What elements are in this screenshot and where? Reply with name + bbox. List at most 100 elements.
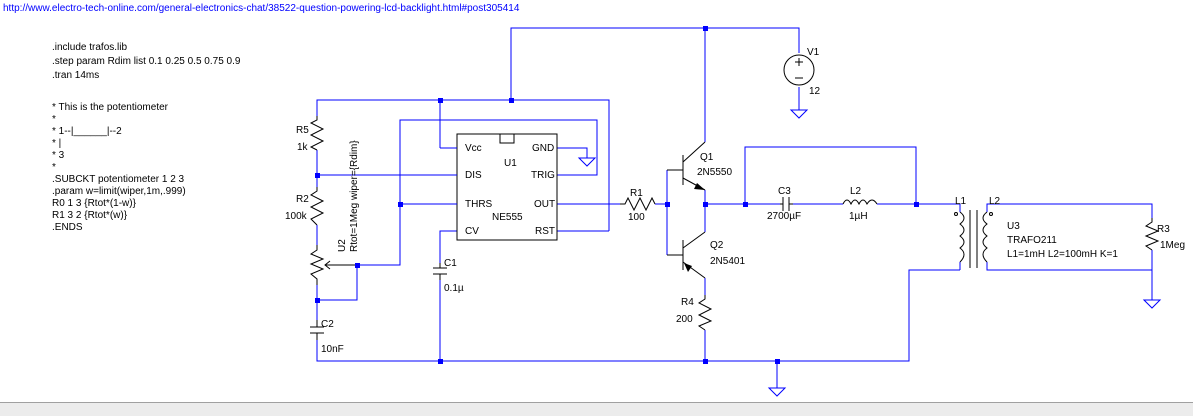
- junctions: [315, 26, 919, 364]
- junction-dot: [509, 98, 514, 103]
- u1-value: NE555: [492, 212, 523, 223]
- pin-out: OUT: [534, 199, 555, 210]
- junction-dot: [743, 202, 748, 207]
- resistor-r5[interactable]: R5 1k: [296, 116, 325, 153]
- r2-value: 100k: [285, 211, 308, 222]
- capacitor-c3[interactable]: C3 2700µF: [767, 186, 801, 222]
- wires: [316, 27, 1153, 388]
- spice-directives: .include trafos.lib .step param Rdim lis…: [52, 42, 241, 81]
- u3-label: U3: [1007, 221, 1020, 232]
- v1-label: V1: [807, 47, 820, 58]
- resistor-r1[interactable]: R1 100: [620, 188, 656, 223]
- inductor-l2[interactable]: L2 1µH: [842, 186, 878, 222]
- subckt-line: R1 3 2 {Rtot*(w)}: [52, 210, 128, 221]
- c2-value: 10nF: [321, 344, 344, 355]
- r3-label: R3: [1157, 224, 1170, 235]
- transformer-u3[interactable]: L1 L2 U3 TRAFO211 L1=1mH L2=100mH K=1: [954, 196, 1119, 268]
- wire-secondary-bottom: [986, 262, 1152, 271]
- wire-bypass: [744, 146, 917, 204]
- subckt-line: *: [52, 162, 56, 173]
- pin-thrs: THRS: [465, 199, 493, 210]
- ground-symbol: [789, 109, 809, 119]
- u2-label: U2: [337, 239, 348, 252]
- potentiometer-u2[interactable]: U2 Rtot=1Meg wiper={Rdim}: [309, 140, 360, 285]
- wire-vcc-top: [510, 27, 800, 100]
- ic-u1-ne555[interactable]: Vcc DIS THRS CV GND TRIG OUT RST U1 NE55…: [440, 133, 558, 241]
- source-url[interactable]: http://www.electro-tech-online.com/gener…: [3, 3, 520, 14]
- resistor-r2[interactable]: R2 100k: [285, 187, 325, 226]
- ground-symbol: [1142, 299, 1162, 309]
- c3-value: 2700µF: [767, 211, 801, 222]
- subckt-line: * |: [52, 138, 61, 149]
- transistor-q2[interactable]: Q2 2N5401: [667, 231, 745, 279]
- u3-params: L1=1mH L2=100mH K=1: [1007, 249, 1118, 260]
- junction-dot: [914, 202, 919, 207]
- directive-line: .step param Rdim list 0.1 0.25 0.5 0.75 …: [52, 56, 241, 67]
- capacitor-c2[interactable]: C2 10nF: [310, 319, 344, 355]
- r1-value: 100: [628, 212, 645, 223]
- q1-value: 2N5550: [697, 167, 732, 178]
- pin-rst: RST: [535, 226, 555, 237]
- r4-label: R4: [681, 297, 694, 308]
- wire-trig: [357, 119, 598, 266]
- u2-value: Rtot=1Meg wiper={Rdim}: [349, 140, 360, 252]
- subckt-line: .ENDS: [52, 222, 83, 233]
- subckt-line: .SUBCKT potentiometer 1 2 3: [52, 174, 185, 185]
- r5-label: R5: [296, 125, 309, 136]
- junction-dot: [703, 359, 708, 364]
- junction-dot: [315, 173, 320, 178]
- pin-gnd: GND: [532, 143, 554, 154]
- l2-label: L2: [850, 186, 862, 197]
- directive-line: .include trafos.lib: [52, 42, 127, 53]
- pin-cv: CV: [465, 226, 479, 237]
- junction-dot: [703, 202, 708, 207]
- pin-vcc: Vcc: [465, 143, 482, 154]
- r1-label: R1: [630, 188, 643, 199]
- wire-secondary-top: [986, 203, 1153, 218]
- pin-trig: TRIG: [531, 170, 555, 181]
- q1-label: Q1: [700, 152, 714, 163]
- junction-dot: [775, 359, 780, 364]
- v1-value: 12: [809, 86, 821, 97]
- resistor-r4[interactable]: R4 200: [676, 295, 713, 331]
- junction-dot: [703, 26, 708, 31]
- junction-dot: [665, 202, 670, 207]
- junction-dot: [355, 263, 360, 268]
- window-status-bar: [0, 402, 1193, 416]
- subckt-line: * 3: [52, 150, 65, 161]
- wire-gnd-rail: [316, 269, 960, 362]
- r5-value: 1k: [297, 142, 309, 153]
- ground-symbol: [767, 387, 787, 397]
- c3-label: C3: [778, 186, 791, 197]
- junction-dot: [438, 359, 443, 364]
- resistor-r3[interactable]: R3 1Meg: [1144, 218, 1185, 251]
- l2-coil-label: L2: [989, 196, 1001, 207]
- subckt-line: * 1--|______|--2: [52, 126, 122, 137]
- u3-model: TRAFO211: [1007, 235, 1057, 246]
- directive-line: .tran 14ms: [52, 70, 99, 81]
- junction-dot: [315, 298, 320, 303]
- wire-base-q1: [655, 170, 668, 205]
- junction-dot: [438, 98, 443, 103]
- subckt-line: * This is the potentiometer: [52, 102, 169, 113]
- transistor-q1[interactable]: Q1 2N5550: [667, 141, 732, 191]
- c2-label: C2: [321, 319, 334, 330]
- capacitor-c1[interactable]: C1 0.1µ: [433, 258, 464, 294]
- subckt-definition: * This is the potentiometer * * 1--|____…: [52, 102, 186, 233]
- l1-coil-label: L1: [955, 196, 967, 207]
- r3-value: 1Meg: [1160, 240, 1185, 251]
- c1-value: 0.1µ: [444, 283, 464, 294]
- voltage-source-v1[interactable]: V1 12: [783, 47, 821, 97]
- q2-label: Q2: [710, 240, 724, 251]
- l2-value: 1µH: [849, 211, 868, 222]
- q2-value: 2N5401: [710, 256, 745, 267]
- npn-arrow: [694, 183, 705, 190]
- pnp-arrow: [684, 263, 692, 272]
- subckt-line: *: [52, 114, 56, 125]
- subckt-line: R0 1 3 {Rtot*(1-w)}: [52, 198, 137, 209]
- wire-cv: [439, 230, 457, 263]
- c1-label: C1: [444, 258, 457, 269]
- wire-r5-top: [316, 99, 610, 231]
- pin-dis: DIS: [465, 170, 482, 181]
- r2-label: R2: [296, 194, 309, 205]
